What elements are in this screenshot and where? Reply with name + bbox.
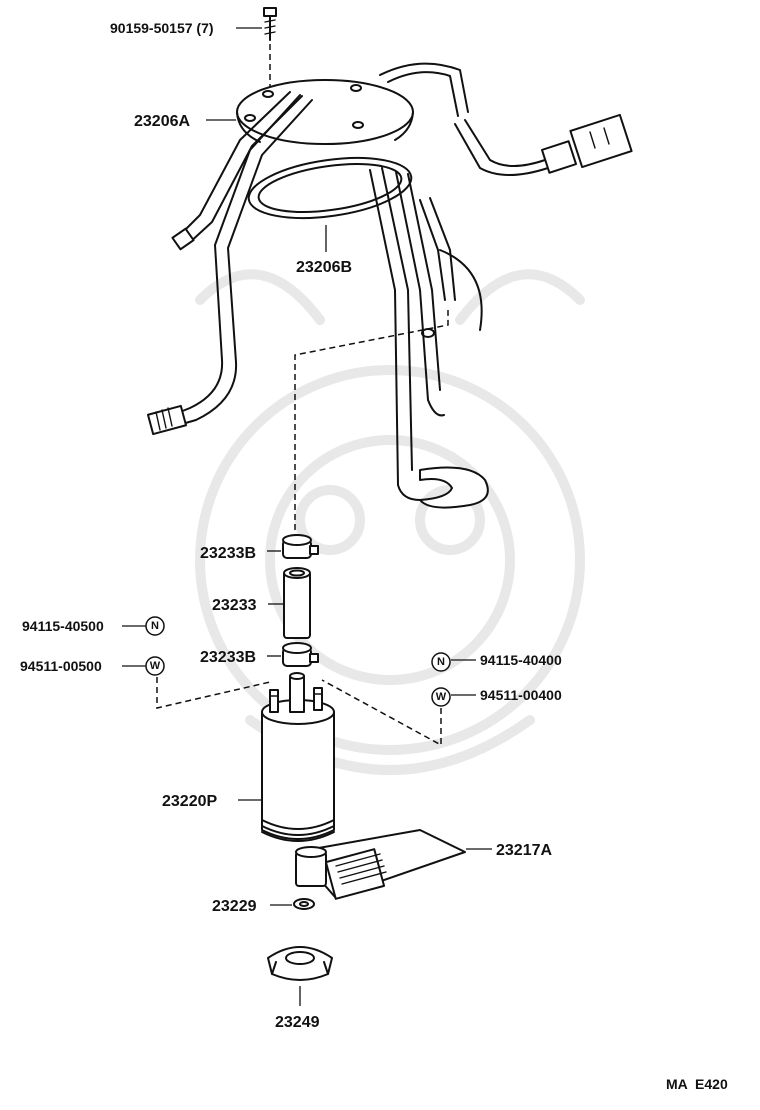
svg-text:N: N [437,656,445,668]
clamp-upper-part [282,534,319,559]
label-filter: 23217A [496,842,552,859]
label-washer-right: 94511-00400 [480,687,562,703]
retainer-part [267,946,333,981]
label-pump-bracket: 23206A [134,113,190,130]
nut-right-symbol: N [431,652,451,672]
label-gasket: 23206B [296,259,352,276]
clamp-lower-part [282,642,319,667]
label-nut-left: 94115-40500 [22,618,104,634]
label-bolt: 90159-50157 (7) [110,20,214,36]
filter-part [295,829,466,900]
svg-text:N: N [151,620,159,632]
svg-text:W: W [436,691,447,703]
label-fuel-pump: 23220P [162,793,217,810]
label-clamp-lower: 23233B [200,649,256,666]
label-cushion: 23229 [212,898,257,915]
label-retainer: 23249 [275,1014,320,1031]
label-hose: 23233 [212,597,257,614]
pump-bracket-part [146,62,633,436]
bolt-part [263,7,277,92]
cushion-part [293,898,315,910]
svg-text:W: W [150,660,161,672]
diagram-code: MA E420 [666,1076,728,1092]
nut-left-symbol: N [145,616,165,636]
hose-part [283,567,311,639]
washer-left-symbol: W [145,656,165,676]
fuel-pump-part [261,672,335,842]
gasket-part [247,157,489,509]
watermark-emblem [195,269,585,775]
label-nut-right: 94115-40400 [480,652,562,668]
washer-right-symbol: W [431,687,451,707]
label-washer-left: 94511-00500 [20,658,102,674]
label-clamp-upper: 23233B [200,545,256,562]
